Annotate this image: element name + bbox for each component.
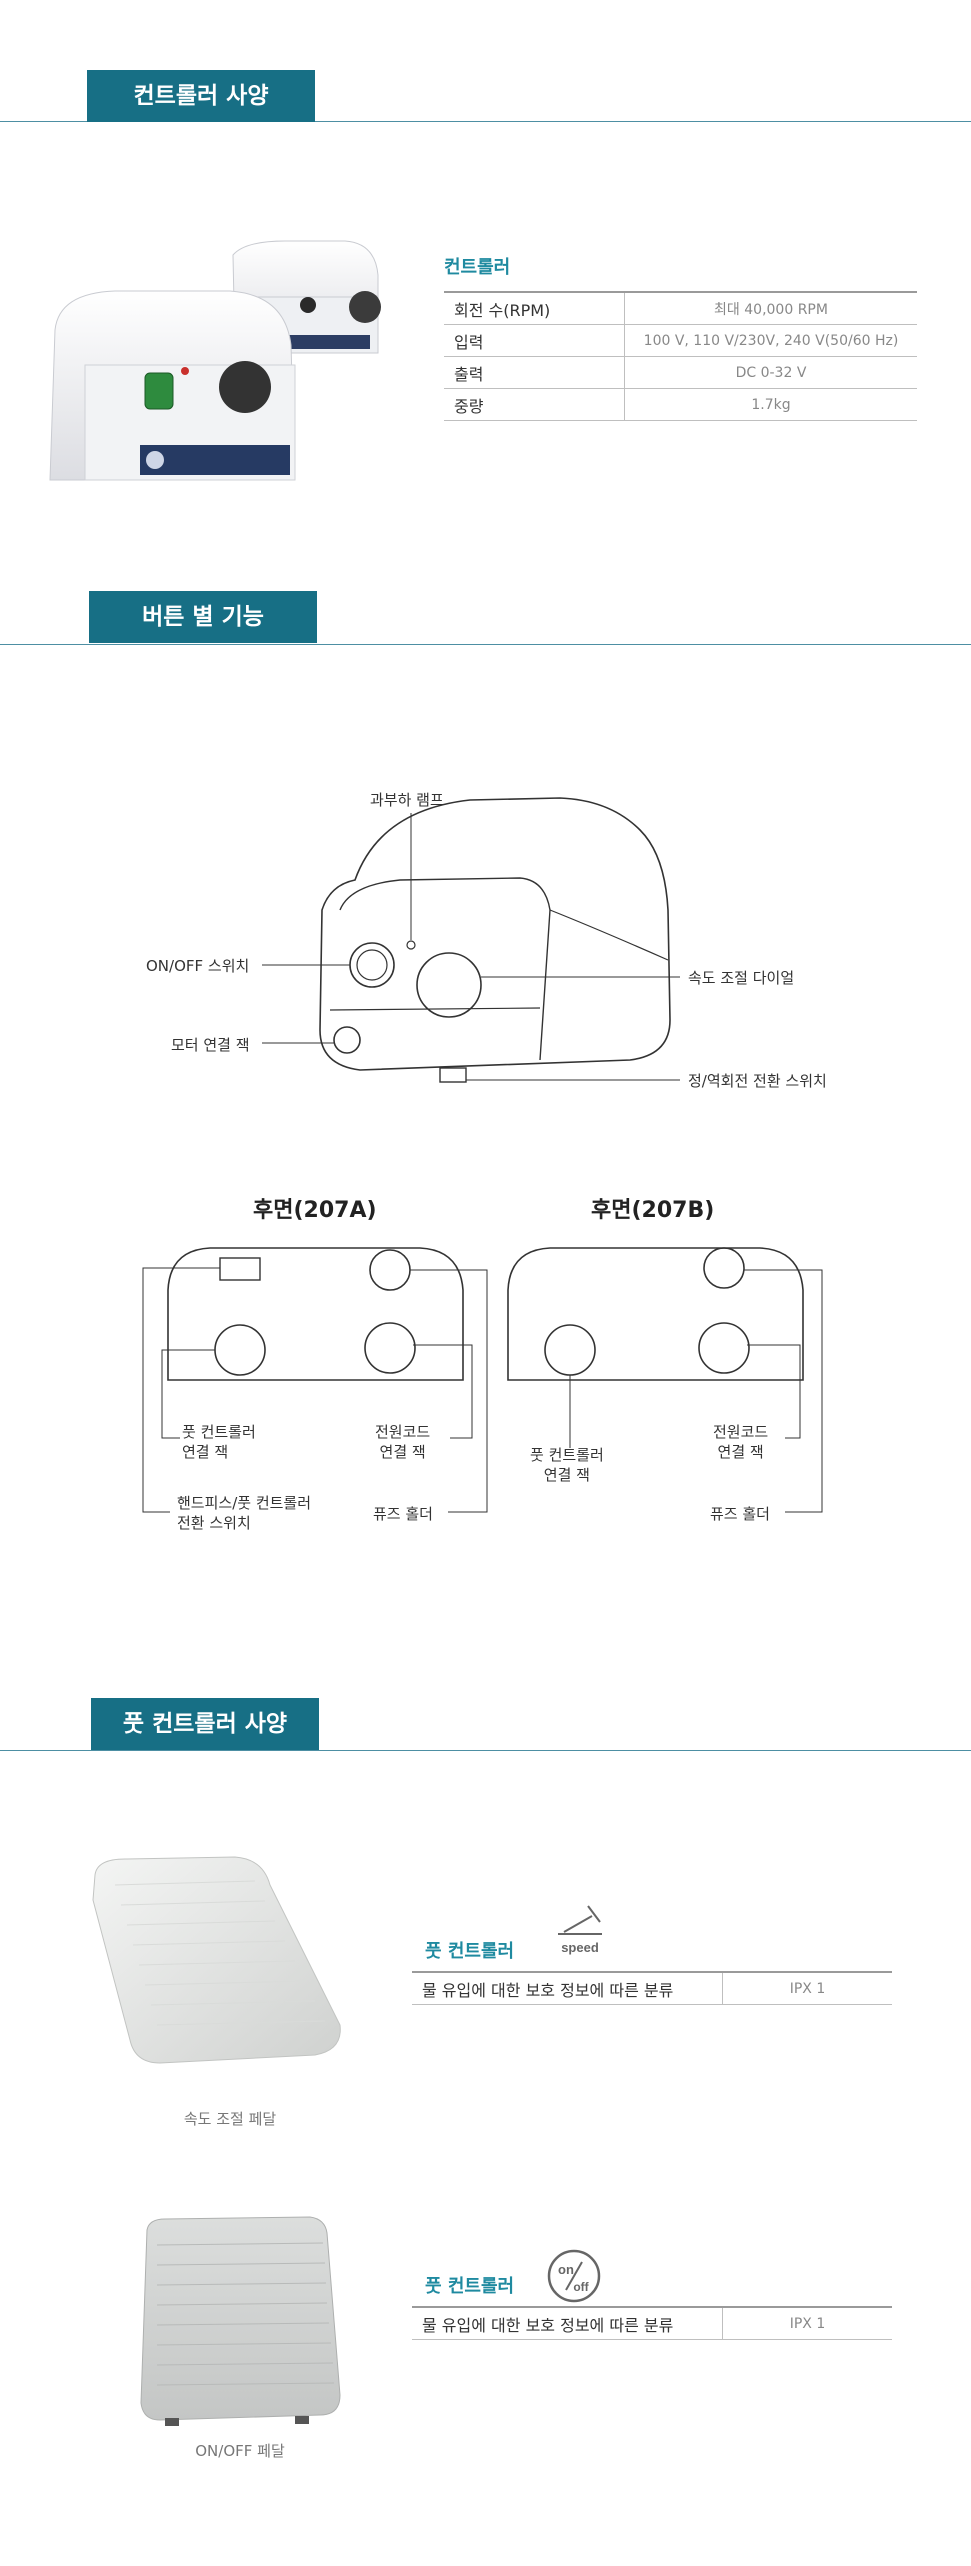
onoff-pedal-image <box>140 2216 341 2426</box>
rear-b-power-jack-label: 전원코드 연결 잭 <box>713 1422 768 1462</box>
label-line: 연결 잭 <box>543 1466 590 1484</box>
label-direction-switch: 정/역회전 전환 스위치 <box>688 1072 827 1090</box>
label-line: 전원코드 <box>375 1423 431 1441</box>
rear-a-fuse-label: 퓨즈 홀더 <box>373 1505 433 1523</box>
speed-pedal-caption: 속도 조절 페달 <box>183 2110 277 2128</box>
spec-key: 물 유입에 대한 보호 정보에 따른 분류 <box>412 2306 723 2340</box>
table-row: 입력 100 V, 110 V/230V, 240 V(50/60 Hz) <box>444 324 917 357</box>
spec-value: DC 0-32 V <box>624 356 917 389</box>
spec-key: 중량 <box>444 388 625 421</box>
foot-speed-table: 물 유입에 대한 보호 정보에 따른 분류 IPX 1 <box>412 1971 892 2005</box>
section-divider <box>0 121 971 122</box>
rear-panel-drawings <box>142 1247 823 1513</box>
rear-a-foot-jack-label: 풋 컨트롤러 연결 잭 <box>182 1422 256 1462</box>
foot-onoff-title: 풋 컨트롤러 <box>425 2276 515 2297</box>
spec-value: 1.7kg <box>624 388 917 421</box>
rear-b-title: 후면(207B) <box>591 1198 715 1223</box>
spec-value: IPX 1 <box>722 2306 892 2340</box>
speed-icon: speed <box>558 1905 602 1955</box>
controller-spec-table: 회전 수(RPM) 최대 40,000 RPM 입력 100 V, 110 V/… <box>444 291 917 421</box>
spec-key: 회전 수(RPM) <box>444 291 625 325</box>
rear-b-foot-jack-label: 풋 컨트롤러 연결 잭 <box>530 1445 604 1485</box>
spec-value: IPX 1 <box>722 1971 892 2005</box>
label-line: 전환 스위치 <box>177 1514 251 1532</box>
label-motor-jack: 모터 연결 잭 <box>171 1036 250 1054</box>
rear-a-title: 후면(207A) <box>253 1198 377 1223</box>
label-line: 핸드피스/풋 컨트롤러 <box>177 1494 312 1512</box>
controller-product-image <box>49 240 381 481</box>
section-divider <box>0 644 971 645</box>
label-line: 연결 잭 <box>717 1443 764 1461</box>
spec-key: 입력 <box>444 324 625 357</box>
onoff-pedal-caption: ON/OFF 페달 <box>195 2442 285 2460</box>
controller-front-line-drawing <box>262 797 680 1083</box>
spec-key: 출력 <box>444 356 625 389</box>
table-row: 물 유입에 대한 보호 정보에 따른 분류 IPX 1 <box>412 1971 892 2005</box>
table-row: 출력 DC 0-32 V <box>444 356 917 389</box>
rear-b-fuse-label: 퓨즈 홀더 <box>710 1505 770 1523</box>
label-on-off-switch: ON/OFF 스위치 <box>146 957 250 975</box>
table-row: 중량 1.7kg <box>444 388 917 421</box>
spec-value: 100 V, 110 V/230V, 240 V(50/60 Hz) <box>624 324 917 357</box>
foot-onoff-table: 물 유입에 대한 보호 정보에 따른 분류 IPX 1 <box>412 2306 892 2340</box>
foot-speed-title: 풋 컨트롤러 <box>425 1941 515 1962</box>
label-speed-dial: 속도 조절 다이얼 <box>688 969 795 987</box>
spec-value: 최대 40,000 RPM <box>624 291 917 325</box>
label-line: 연결 잭 <box>182 1443 229 1461</box>
controller-table-title: 컨트롤러 <box>444 257 511 278</box>
label-line: 연결 잭 <box>379 1443 426 1461</box>
label-line: 풋 컨트롤러 <box>530 1446 604 1464</box>
speed-icon-label: speed <box>561 1940 599 1955</box>
off-label: off <box>573 2280 589 2294</box>
speed-pedal-image <box>92 1856 341 2064</box>
label-line: 풋 컨트롤러 <box>182 1423 256 1441</box>
table-row: 회전 수(RPM) 최대 40,000 RPM <box>444 291 917 325</box>
label-overload-lamp: 과부하 램프 <box>370 791 444 809</box>
rear-a-handpiece-switch-label: 핸드피스/풋 컨트롤러 전환 스위치 <box>177 1493 311 1533</box>
section-title-foot-spec: 풋 컨트롤러 사양 <box>91 1698 319 1750</box>
on-label: on <box>558 2262 574 2277</box>
on-off-icon: on off <box>547 2249 601 2303</box>
section-title-controller-spec: 컨트롤러 사양 <box>87 70 315 122</box>
label-line: 전원코드 <box>713 1423 769 1441</box>
spec-key: 물 유입에 대한 보호 정보에 따른 분류 <box>412 1971 723 2005</box>
section-divider <box>0 1750 971 1751</box>
rear-a-power-jack-label: 전원코드 연결 잭 <box>375 1422 430 1462</box>
table-row: 물 유입에 대한 보호 정보에 따른 분류 IPX 1 <box>412 2306 892 2340</box>
section-title-button-functions: 버튼 별 기능 <box>89 591 317 643</box>
